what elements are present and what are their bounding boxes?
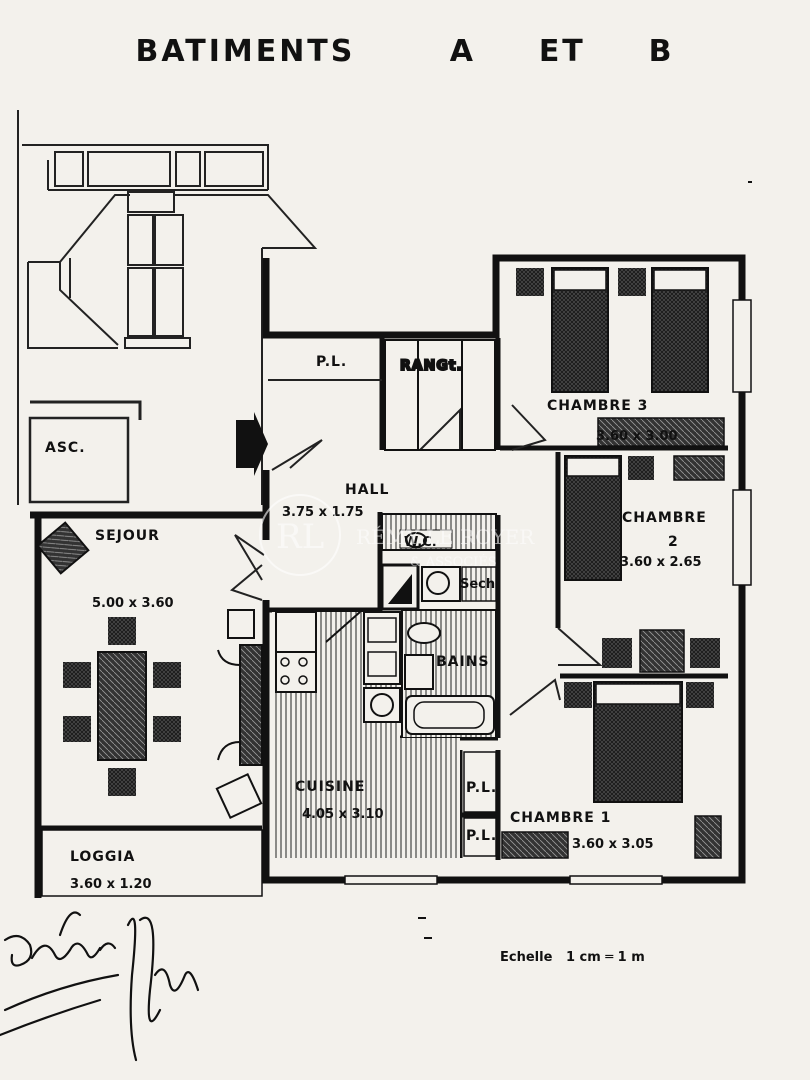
pl-a-label: P.L. [466,780,497,796]
hall-label: HALL [345,482,389,498]
rangement-label: RANGt. [400,358,463,374]
wet-rooms [380,513,497,739]
watermark: RL RÉMY LE ROYER & ASSOCIÉS [259,494,535,576]
loggia-label: LOGGIA [70,849,135,865]
chambre1-dim: 3.60 x 3.05 [572,837,654,852]
cuisine-label: CUISINE [295,779,365,795]
sejour-label: SEJOUR [95,528,160,544]
chambre3-dim: 3.60 x 3.00 [596,429,678,444]
chambre1-furniture [501,681,722,859]
lift-shaft: ASC. [28,400,142,504]
loggia-dim: 3.60 x 1.20 [70,877,152,892]
chambre2-number: 2 [668,534,679,550]
scale-label: Echelle 1 cm ═ 1 m [500,950,645,965]
chambre2-dim: 3.60 x 2.65 [620,555,702,570]
handwritten-signature [0,911,200,1062]
wc-label: W.C. [404,535,437,550]
pl-b-label: P.L. [466,828,497,844]
watermark-sub: & ASSOCIÉS [410,554,497,570]
bains-label: BAINS [436,654,490,670]
stair-core [17,110,318,505]
window-openings [344,299,752,885]
cuisine-dim: 4.05 x 3.10 [302,807,384,822]
chambre3-label: CHAMBRE 3 [547,398,648,414]
interior-walls [40,338,728,860]
sejour-dim: 5.00 x 3.60 [92,596,174,611]
sejour-furniture [36,521,263,820]
sech-label: Sech [460,577,495,592]
cuisine-area [272,611,497,858]
loggia-area [41,829,263,897]
plan-title: BATIMENTS A ET B [135,34,675,69]
chambre3-furniture [516,267,725,447]
watermark-text: RÉMY LE ROYER [356,525,535,549]
stray-marks [418,181,752,939]
entry-arrow-icon [236,412,268,476]
pl-top-label: P.L. [316,354,347,370]
chambre2-furniture [564,455,725,673]
hall-dim: 3.75 x 1.75 [282,505,364,520]
chambre1-label: CHAMBRE 1 [510,810,611,826]
watermark-logo: RL [276,517,324,557]
asc-label: ASC. [45,440,86,456]
chambre2-label: CHAMBRE [622,510,707,526]
wardrobe-rangement: RANGt. [384,339,496,451]
